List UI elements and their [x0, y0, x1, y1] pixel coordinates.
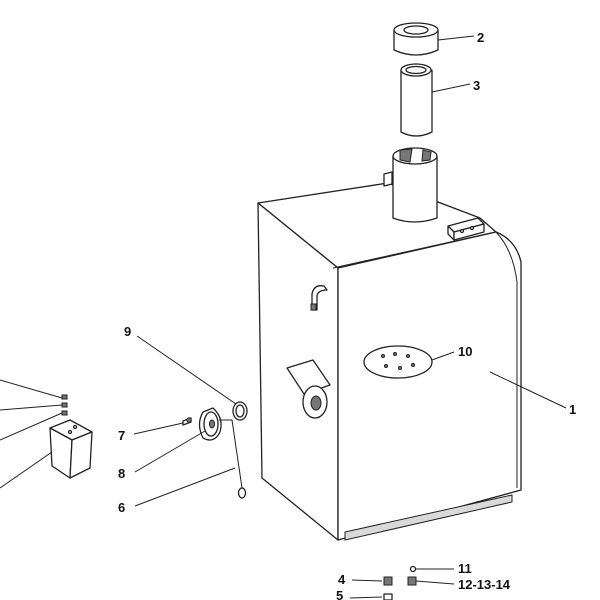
callout-2: 2 [477, 30, 484, 45]
callout-12-13-14: 12-13-14 [458, 577, 511, 592]
part-10-plate [363, 345, 433, 379]
part-5-nipple [383, 593, 393, 600]
callout-10: 10 [458, 344, 472, 359]
part-9-o-ring [232, 401, 248, 421]
part-7-screw [182, 417, 192, 426]
part-2-cap-ring [393, 22, 439, 56]
part-11-fitting [409, 565, 417, 573]
part-6-float-sender [198, 407, 247, 499]
part-1-tank-body [257, 147, 522, 541]
callout-4: 4 [338, 572, 346, 587]
callout-3: 3 [473, 78, 480, 93]
callout-labels: 2 3 1 9 7 8 6 10 11 12-13-14 4 5 [118, 30, 576, 600]
part-12-13-14-fitting [407, 576, 417, 586]
callout-7: 7 [118, 428, 125, 443]
part-4-plug [383, 576, 393, 586]
junction-box [49, 394, 93, 479]
callout-9: 9 [124, 324, 131, 339]
callout-5: 5 [336, 588, 343, 600]
part-3-pipe-sleeve [400, 63, 433, 137]
callout-1: 1 [569, 402, 576, 417]
callout-6: 6 [118, 500, 125, 515]
callout-11: 11 [458, 561, 472, 576]
callout-8: 8 [118, 466, 125, 481]
leader-lines [0, 35, 567, 599]
